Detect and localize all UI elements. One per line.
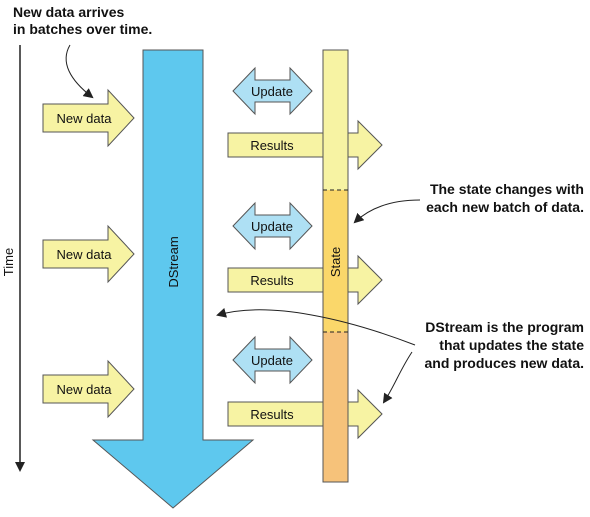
new-data-arrow-3: New data (42, 359, 135, 419)
new-data-arrow-shape (42, 88, 135, 148)
new-data-label: New data (57, 247, 113, 262)
new-data-label: New data (57, 111, 113, 126)
annotation-text-line: that updates the state (439, 337, 584, 353)
new-data-arrow-1: New data (42, 88, 135, 148)
results-label: Results (250, 407, 294, 422)
update-label: Update (251, 84, 293, 99)
update-arrow-shape (232, 335, 313, 385)
annotation-text-line: and produces new data. (425, 355, 584, 371)
update-arrow-shape (232, 66, 313, 116)
results-arrow-1: Results (227, 119, 383, 171)
update-arrow-3: Update (232, 335, 313, 385)
state-segment-3 (323, 332, 348, 482)
update-arrow-shape (232, 201, 313, 251)
dstream-arrow-shape (91, 49, 255, 509)
results-arrows: Results Results Results (227, 119, 383, 440)
annotation-pointer-arrow (65, 44, 94, 99)
annotation-text-line: New data arrives (13, 4, 124, 20)
new-data-arrow-2: New data (42, 224, 135, 284)
new-data-arrows: New data New data New data (42, 88, 135, 419)
new-data-label: New data (57, 382, 113, 397)
annotation-text-line: each new batch of data. (426, 199, 584, 215)
new-data-arrow-shape (42, 359, 135, 419)
annotation-pointer-arrow (216, 307, 416, 346)
annotation-text-line: in batches over time. (13, 21, 152, 37)
dstream-label: DStream (166, 236, 181, 287)
update-label: Update (251, 353, 293, 368)
new-data-arrow-shape (42, 224, 135, 284)
update-arrows: Update Update Update (232, 66, 313, 385)
annotation-pointer-arrow (353, 199, 421, 224)
annotation-text-line: The state changes with (430, 181, 584, 197)
update-arrow-1: Update (232, 66, 313, 116)
annotation-dstream: DStream is the program that updates the … (216, 307, 584, 404)
annotation-pointer-arrow (382, 351, 413, 404)
state-segment-1 (323, 50, 348, 190)
update-label: Update (251, 219, 293, 234)
results-label: Results (250, 138, 294, 153)
update-arrow-2: Update (232, 201, 313, 251)
state-bar-outline (322, 49, 349, 483)
annotation-state: The state changes with each new batch of… (353, 181, 584, 224)
annotation-text-line: DStream is the program (425, 319, 584, 335)
results-arrow-3: Results (227, 388, 383, 440)
results-label: Results (250, 273, 294, 288)
state-label: State (328, 247, 343, 277)
results-arrow-2: Results (227, 254, 383, 306)
dstream-arrow: DStream (91, 49, 255, 509)
time-axis-label: Time (1, 248, 16, 276)
state-bar: State (322, 49, 349, 483)
state-segment-2 (323, 190, 348, 332)
annotation-new-data: New data arrives in batches over time. (13, 4, 152, 99)
time-axis: Time (1, 45, 25, 472)
